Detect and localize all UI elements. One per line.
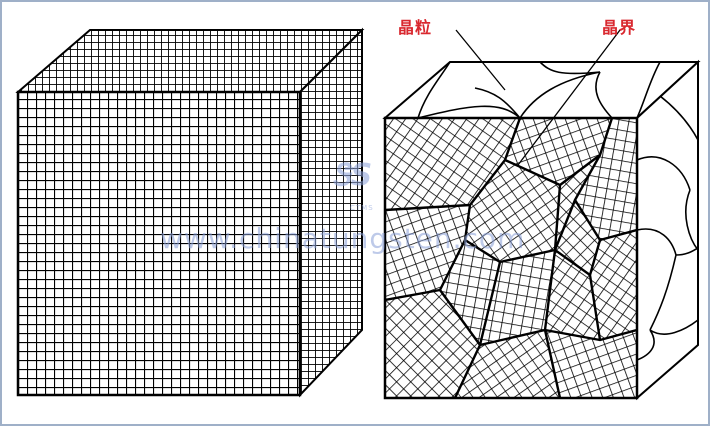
- grain-7: [440, 240, 555, 345]
- grain-11: [545, 330, 637, 398]
- single-crystal-side-face: [299, 27, 363, 398]
- watermark-url: www.chinatungsten.com: [160, 222, 526, 255]
- single-crystal-cube: [15, 27, 365, 398]
- boundary-leader-line: [517, 29, 621, 166]
- grain-label: 晶粒: [398, 18, 433, 37]
- single-crystal-front-face: [16, 90, 302, 397]
- grain-4: [465, 160, 560, 262]
- grain-leader-line: [455, 29, 506, 91]
- front-grain-boundaries: [385, 118, 637, 398]
- grain-2: [505, 118, 612, 185]
- watermark-logo: ᏕS: [332, 158, 373, 193]
- grain-boundary-label: 晶界: [602, 18, 637, 37]
- grain-6: [385, 205, 470, 300]
- grain-1: [385, 118, 520, 210]
- top-grain-boundaries: [417, 61, 661, 119]
- watermark-logo-text: CTMS: [350, 204, 374, 212]
- polycrystal-cube: [382, 29, 701, 401]
- side-grain-boundaries: [636, 95, 699, 361]
- grain-10: [455, 330, 560, 398]
- grain-9: [385, 290, 480, 398]
- grain-3: [575, 118, 637, 240]
- polycrystal-front-face: [383, 116, 639, 400]
- grain-5: [555, 155, 600, 275]
